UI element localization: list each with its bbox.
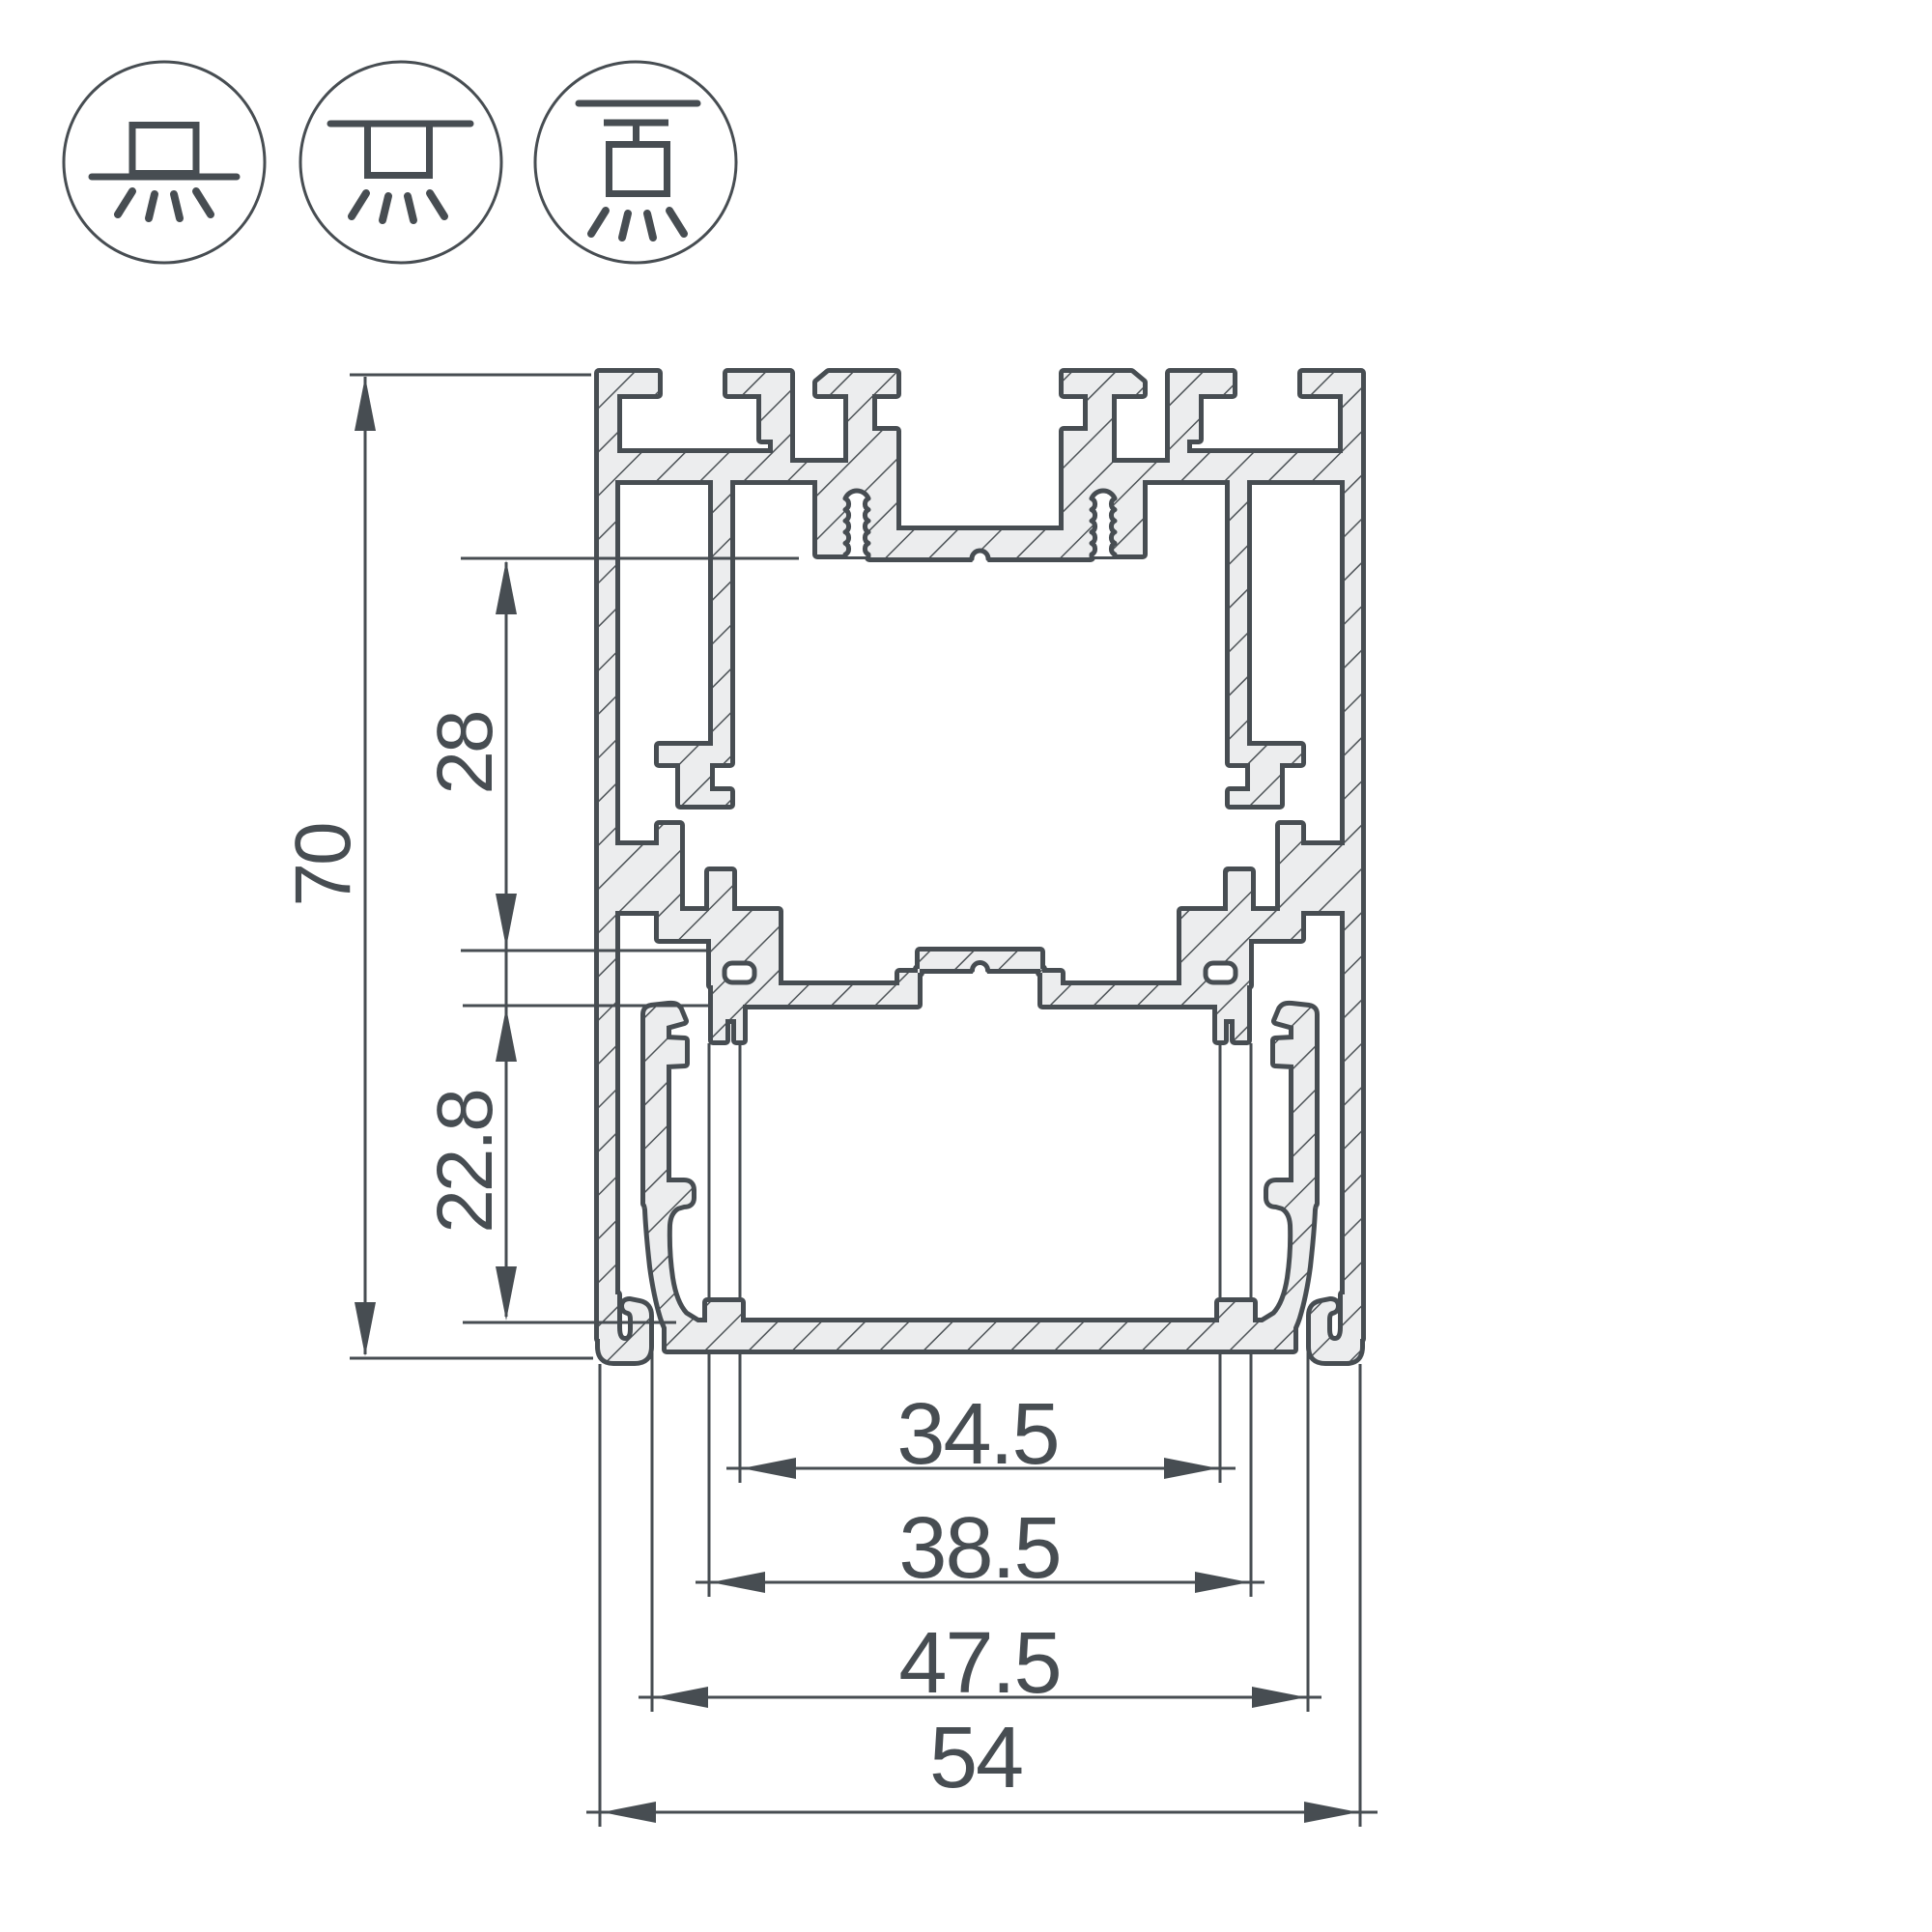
svg-text:47.5: 47.5 xyxy=(898,1615,1060,1712)
svg-text:54: 54 xyxy=(929,1710,1022,1806)
svg-text:70: 70 xyxy=(279,824,367,907)
svg-text:34.5: 34.5 xyxy=(896,1386,1058,1483)
svg-text:22.8: 22.8 xyxy=(421,1091,509,1234)
svg-text:28: 28 xyxy=(421,712,509,795)
svg-text:38.5: 38.5 xyxy=(898,1500,1060,1597)
